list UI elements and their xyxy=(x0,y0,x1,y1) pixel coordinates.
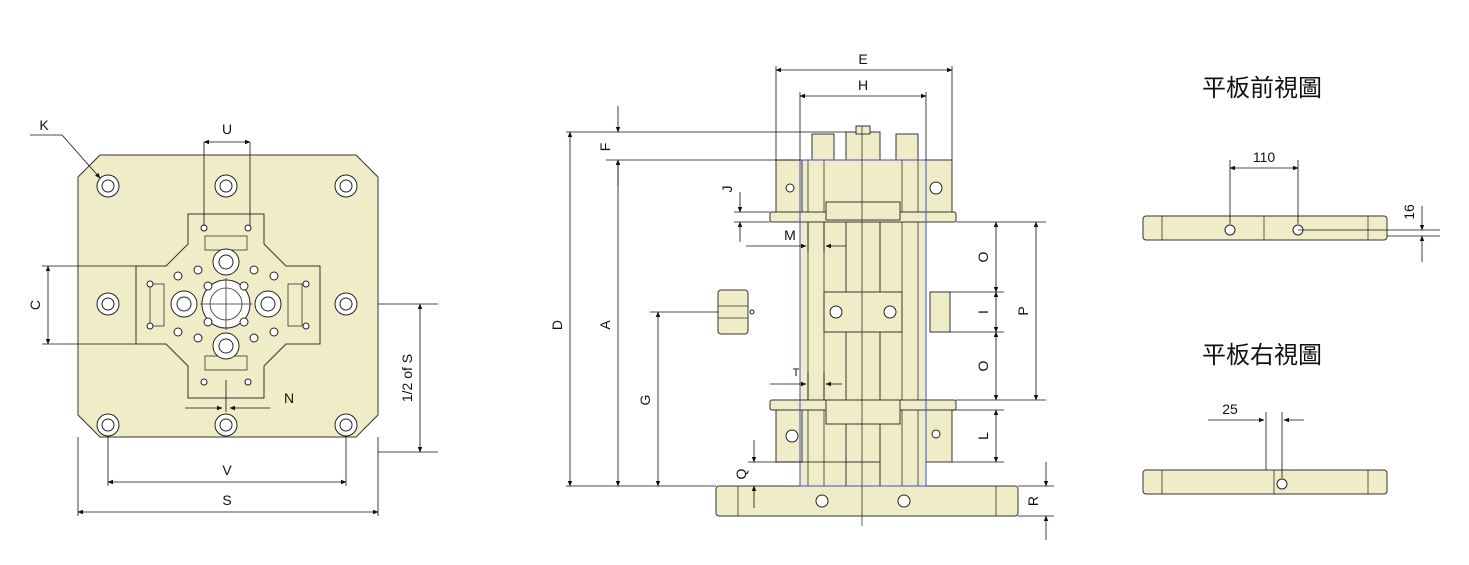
mid-hole xyxy=(334,292,358,316)
corner-hole xyxy=(334,413,358,437)
side-view: E H F J M D A G T Q xyxy=(549,51,1054,540)
plate-front-view: 平板前視圖 110 16 xyxy=(1142,74,1440,262)
dim-label-d: D xyxy=(549,320,565,330)
corner-hole xyxy=(96,174,120,198)
dim-label-i: I xyxy=(975,310,991,314)
dim-label-t: T xyxy=(793,367,800,379)
dim-label-f: F xyxy=(597,143,613,152)
dim-label-m: M xyxy=(784,227,796,243)
dim-label-a: A xyxy=(597,320,613,330)
dim-label-r: R xyxy=(1025,496,1041,506)
plate-right-view: 平板右視圖 25 xyxy=(1142,341,1388,495)
side-base xyxy=(715,485,1019,517)
dim-label-o-upper: O xyxy=(975,251,991,262)
dim-label-k: K xyxy=(39,117,49,133)
blue-outline xyxy=(799,159,927,487)
plate-front-dim-110: 110 xyxy=(1253,149,1276,165)
dim-label-s: S xyxy=(222,492,231,508)
plate-right-title: 平板右視圖 xyxy=(1202,341,1322,369)
clamp-cylinder xyxy=(212,332,240,360)
corner-hole xyxy=(334,174,358,198)
dim-label-l: L xyxy=(975,432,991,440)
plate-right-dim-25: 25 xyxy=(1222,401,1238,417)
plate-front-dim-16: 16 xyxy=(1401,204,1417,220)
plate-front-title: 平板前視圖 xyxy=(1202,74,1322,102)
dim-label-o-lower: O xyxy=(975,360,991,371)
dim-label-h: H xyxy=(858,77,868,93)
mid-hole xyxy=(214,413,238,437)
mid-hole xyxy=(96,292,120,316)
mid-hole xyxy=(214,174,238,198)
top-view: U K C N V S 1/2 of S xyxy=(27,117,438,516)
dim-label-c: C xyxy=(27,300,43,310)
dim-label-u: U xyxy=(222,121,232,137)
dim-label-half-s: 1/2 of S xyxy=(399,354,415,402)
dim-label-e: E xyxy=(858,51,867,67)
clamp-cylinder xyxy=(254,290,282,318)
dim-label-n: N xyxy=(284,390,294,406)
detached-block xyxy=(717,289,749,335)
dim-label-g: G xyxy=(637,395,653,406)
clamp-cylinder xyxy=(212,248,240,276)
dim-label-p: P xyxy=(1015,306,1031,315)
dim-label-j: J xyxy=(719,186,735,193)
corner-hole xyxy=(96,413,120,437)
clamp-cylinder xyxy=(170,290,198,318)
dim-label-q: Q xyxy=(733,468,749,479)
dim-label-v: V xyxy=(222,462,232,478)
